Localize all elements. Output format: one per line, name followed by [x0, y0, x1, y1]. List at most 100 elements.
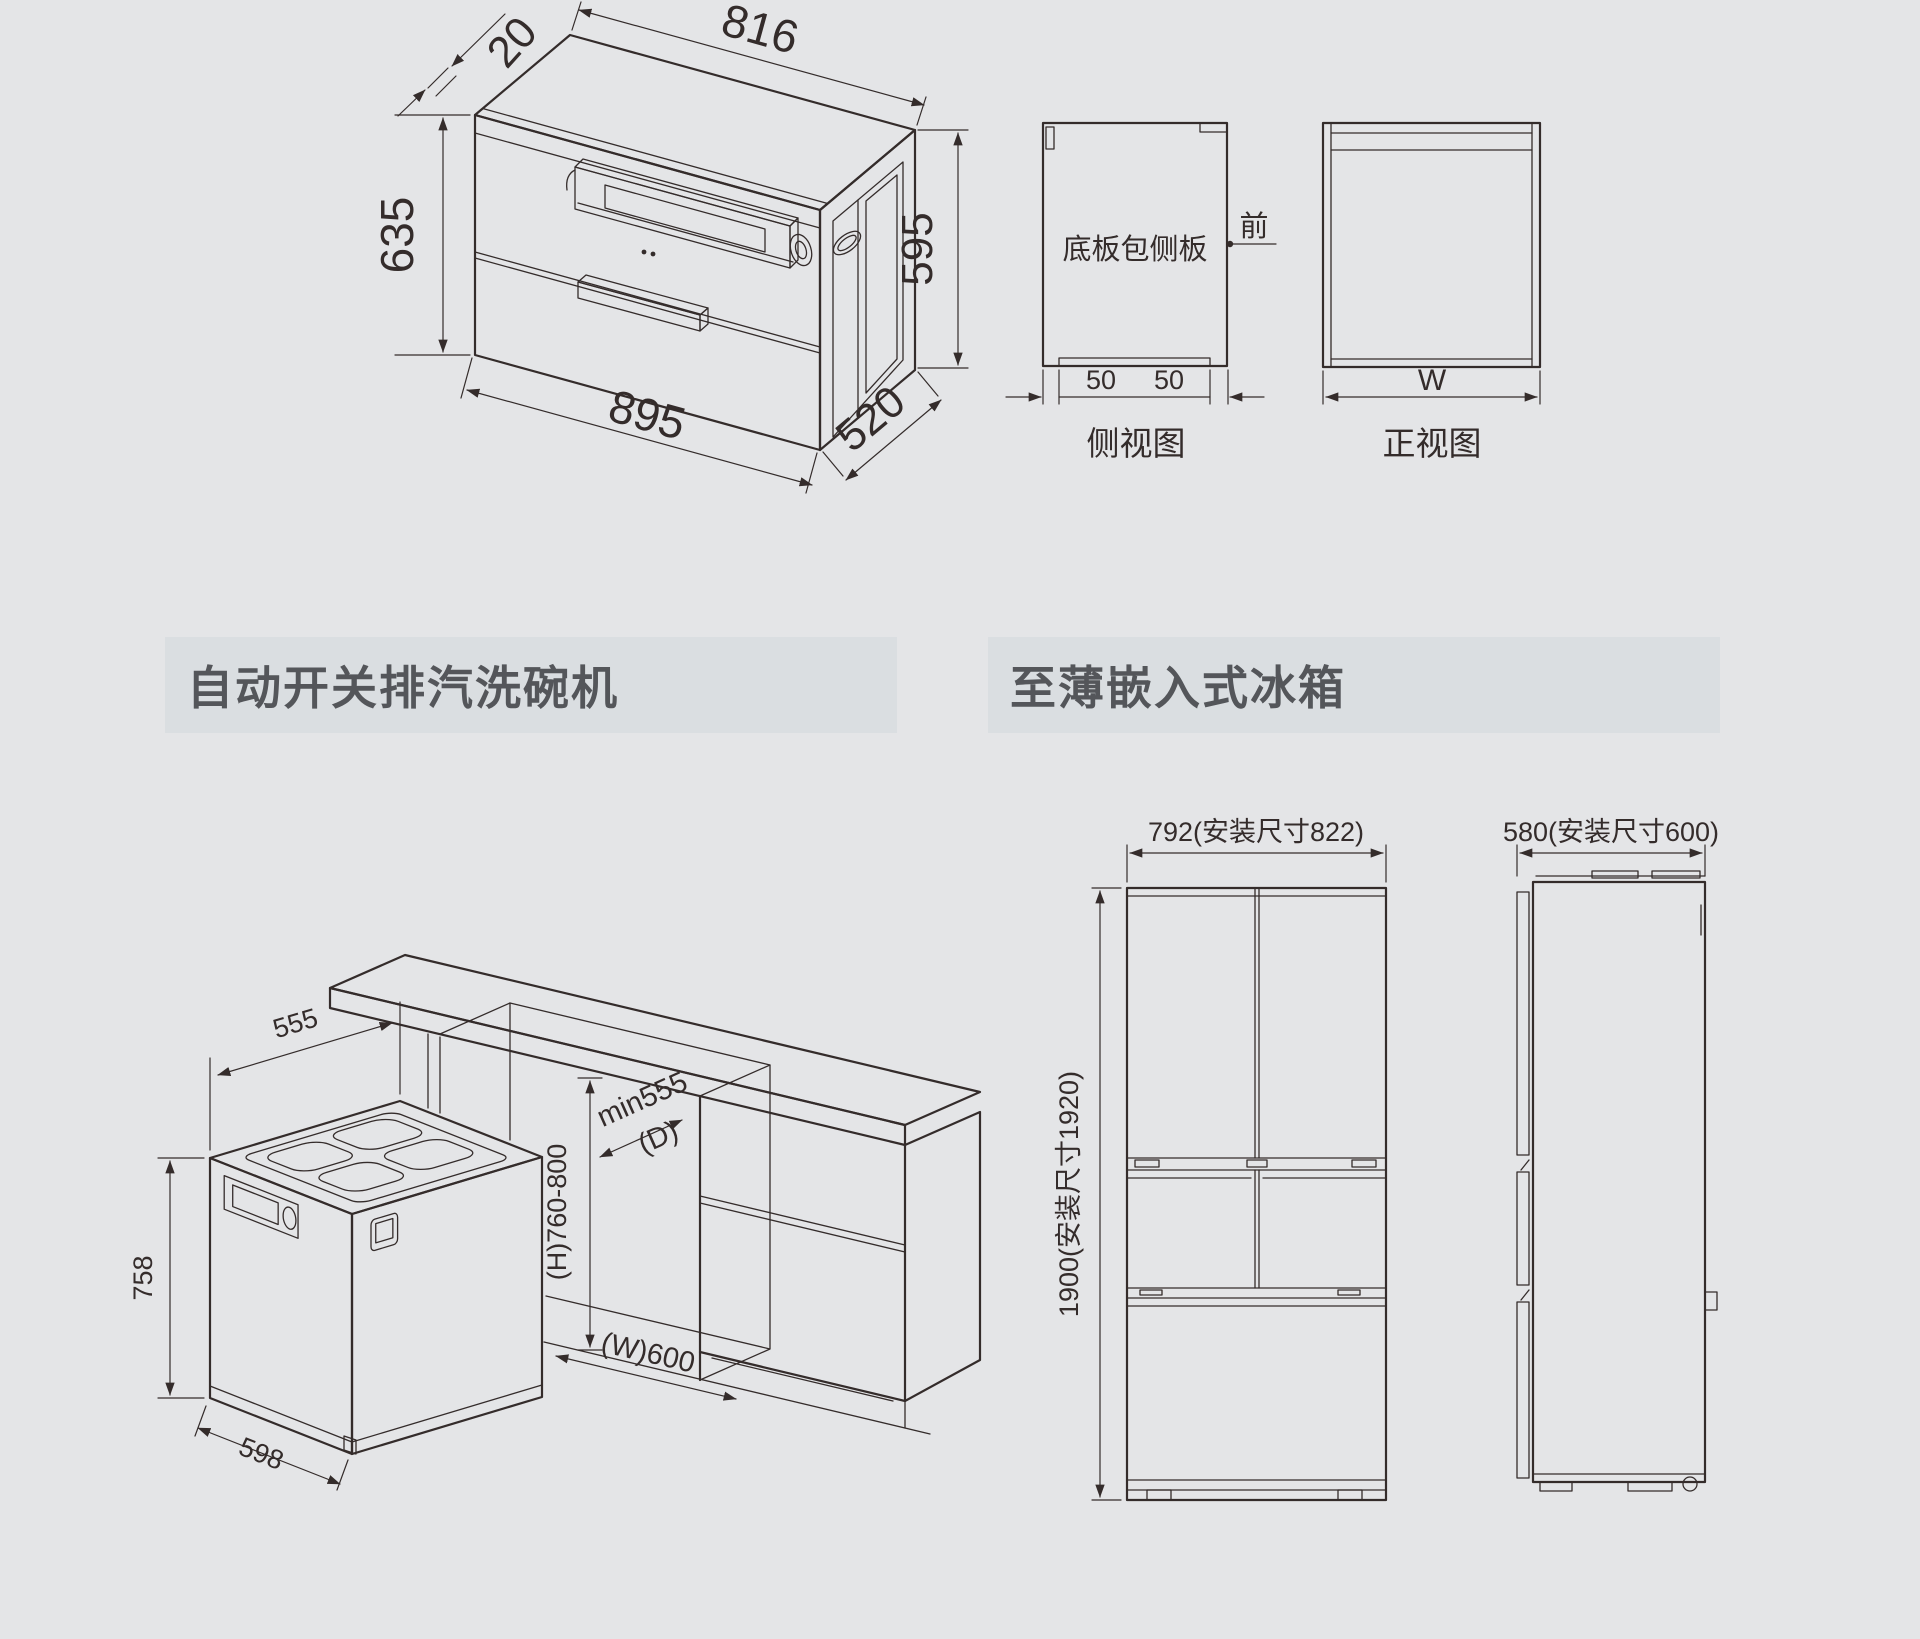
- svg-text:520: 520: [827, 377, 915, 462]
- dishwasher-unit: [208, 1099, 544, 1456]
- side-view-caption: 侧视图: [1087, 425, 1186, 462]
- front-view-drawing: W 正视图: [1321, 121, 1542, 462]
- dim-right-height-595: 595: [893, 129, 969, 369]
- cabinet-drawer-groove: [699, 1195, 906, 1253]
- right-cabinet: [698, 1110, 982, 1429]
- svg-text:595: 595: [893, 212, 942, 285]
- front-direction-leader: 前: [1226, 210, 1277, 248]
- side-foot: [1627, 1481, 1673, 1492]
- control-panel: [566, 158, 813, 269]
- svg-text:1900(安装尺寸1920): 1900(安装尺寸1920): [1054, 1071, 1084, 1317]
- knob-inner: [794, 240, 808, 260]
- fridge-front-elevation: 792(安装尺寸822) 1900(安装尺寸1920): [1054, 817, 1388, 1502]
- dim-niche-height: (H)760-800: [542, 1077, 603, 1351]
- dishwasher-front-face: [208, 1156, 354, 1456]
- panel-top: [574, 158, 799, 227]
- side-inset-frame: [832, 161, 904, 438]
- dishwasher-side-face: [350, 1155, 544, 1456]
- svg-text:635: 635: [371, 197, 423, 274]
- side-handle-oval-inner: [837, 234, 857, 252]
- dim-fridge-width: 792(安装尺寸822): [1126, 817, 1387, 883]
- front-direction-label: 前: [1239, 210, 1268, 243]
- section-title-fridge: 至薄嵌入式冰箱: [1010, 662, 1346, 714]
- front-view-top-band: [1330, 132, 1533, 151]
- dim-niche-width: (W)600: [555, 1327, 737, 1401]
- dishwasher-handle-recess: [371, 1212, 398, 1251]
- svg-text:50: 50: [1086, 365, 1116, 395]
- svg-text:(W)600: (W)600: [598, 1327, 698, 1380]
- panel-left-bracket: [566, 169, 576, 191]
- dim-niche-depth: min555 (D): [592, 1066, 692, 1161]
- panel-ridge: [577, 202, 794, 263]
- svg-text:598: 598: [235, 1431, 288, 1475]
- slab-band-line: [474, 132, 821, 229]
- dishwasher-installation-drawing: 555 758 598 (H)760-800: [128, 953, 982, 1491]
- svg-text:555: 555: [270, 1003, 322, 1045]
- knob: [789, 233, 813, 267]
- fridge-base-band: [1126, 1479, 1387, 1491]
- dim-50-50: 50 50: [1005, 365, 1265, 405]
- fridge-foot: [1146, 1489, 1172, 1501]
- dim-bottom-width-598: 598: [194, 1405, 349, 1491]
- side-view-inner-label: 底板包侧板: [1062, 233, 1207, 266]
- fridge-side-body: [1531, 880, 1707, 1484]
- front-view-caption: 正视图: [1383, 425, 1482, 462]
- svg-text:758: 758: [128, 1255, 158, 1300]
- cabinet-toe-kick: [711, 1357, 906, 1429]
- svg-text:20: 20: [478, 8, 547, 77]
- cabinet-end-panel: [903, 1110, 982, 1403]
- drawer-gap: [1254, 1169, 1260, 1289]
- dishwasher-hinge: [343, 1435, 357, 1455]
- niche-back-wall: [509, 1002, 771, 1381]
- front-view-outline: [1321, 121, 1542, 369]
- dim-fridge-depth: 580(安装尺寸600): [1503, 817, 1719, 877]
- svg-text:(H)760-800: (H)760-800: [542, 1144, 572, 1281]
- side-handle-oval: [832, 230, 862, 256]
- front-view-side-rails: [1330, 122, 1533, 368]
- indicator-dot: [650, 251, 656, 257]
- side-view-top-left-notch: [1045, 126, 1055, 150]
- dim-W: W: [1322, 364, 1541, 405]
- svg-text:min555: min555: [592, 1066, 692, 1134]
- dim-depth-520: 520: [822, 371, 942, 481]
- dim-top-depth-555: 555: [209, 1001, 401, 1151]
- fridge-side-elevation: 580(安装尺寸600): [1503, 817, 1719, 1492]
- indicator-dot: [641, 249, 647, 255]
- drawer-divider: [474, 251, 821, 354]
- dishwasher-kick-line: [209, 1384, 543, 1443]
- niche-ceiling-edges: [439, 1002, 771, 1097]
- svg-text:816: 816: [716, 0, 804, 64]
- door-bottom-band: [1126, 1157, 1387, 1171]
- section-header-fridge: 至薄嵌入式冰箱: [988, 637, 1720, 733]
- top-face-front-strip: [482, 107, 829, 205]
- panel-end: [789, 217, 799, 269]
- section-header-dishwasher: 自动开关排汽洗碗机: [165, 637, 897, 733]
- side-door-panels: [1516, 891, 1530, 1479]
- french-door-gap: [1254, 887, 1260, 1159]
- side-view-top-right-notch: [1199, 123, 1227, 133]
- side-foot: [1539, 1481, 1573, 1492]
- fridge-front-outline: [1125, 886, 1388, 1502]
- dim-left-height-635: 635: [371, 114, 471, 356]
- dim-front-width-895: 895: [460, 357, 818, 494]
- drawer-handle: [577, 274, 709, 332]
- dishwasher-top-face: [208, 1099, 544, 1216]
- svg-text:580(安装尺寸600): 580(安装尺寸600): [1503, 817, 1719, 847]
- svg-text:895: 895: [603, 379, 691, 450]
- dim-top-width-816: 816: [571, 0, 927, 126]
- top-face: [473, 33, 917, 212]
- display-window: [604, 184, 766, 253]
- cabinet-bottom-edge: [698, 1350, 907, 1403]
- svg-text:(D): (D): [633, 1115, 683, 1161]
- side-view-base: [1058, 357, 1211, 367]
- svg-text:50: 50: [1154, 365, 1184, 395]
- side-roller: [1682, 1476, 1698, 1492]
- svg-text:W: W: [1418, 364, 1447, 397]
- fridge-foot: [1337, 1489, 1363, 1501]
- top-basket: [240, 1111, 511, 1204]
- svg-text:792(安装尺寸822): 792(安装尺寸822): [1148, 817, 1364, 847]
- drawer-bottom-band: [1126, 1287, 1387, 1299]
- dim-overhang-20: 20: [397, 8, 547, 117]
